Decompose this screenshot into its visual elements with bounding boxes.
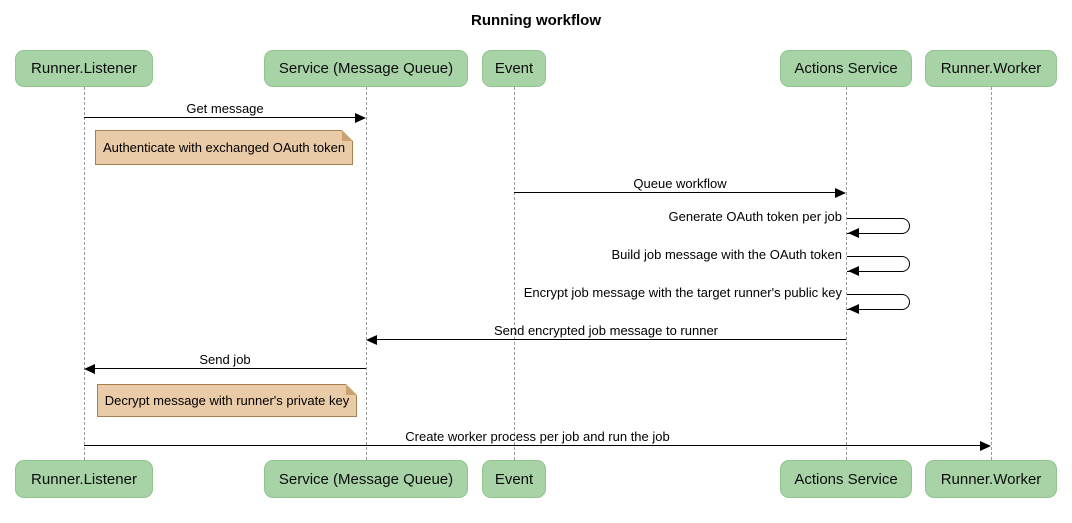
participant-event-top: Event [482,50,546,87]
message-create-worker-label: Create worker process per job and run th… [405,429,670,444]
lifeline-event [514,87,515,460]
message-send-job-line [95,368,366,369]
self-message-encrypt-job-label: Encrypt job message with the target runn… [523,285,842,300]
lifeline-runner-listener [84,87,85,460]
message-queue-workflow-line [514,192,836,193]
message-create-worker-line [84,445,981,446]
note-authenticate-oauth: Authenticate with exchanged OAuth token [95,130,353,165]
self-message-build-job-loop [847,256,910,272]
arrowhead-left-icon [366,335,377,345]
note-decrypt-private-key: Decrypt message with runner's private ke… [97,384,357,417]
participant-runner-worker-bottom: Runner.Worker [925,460,1057,498]
message-get-message-line [84,117,356,118]
arrowhead-right-icon [835,188,846,198]
lifeline-service-message-queue [366,87,367,460]
arrowhead-right-icon [980,441,991,451]
lifeline-actions-service [846,87,847,460]
lifeline-runner-worker [991,87,992,460]
message-send-encrypted-line [377,339,846,340]
arrowhead-right-icon [355,113,366,123]
participant-actions-service-top: Actions Service [780,50,912,87]
self-message-generate-oauth-label: Generate OAuth token per job [668,209,842,224]
message-send-job-label: Send job [199,352,251,367]
message-get-message-label: Get message [186,101,264,116]
message-queue-workflow-label: Queue workflow [633,176,727,191]
self-message-generate-oauth-loop [847,218,910,234]
arrowhead-left-icon [84,364,95,374]
participant-runner-listener-top: Runner.Listener [15,50,153,87]
participant-event-bottom: Event [482,460,546,498]
participant-runner-worker-top: Runner.Worker [925,50,1057,87]
participant-service-message-queue-top: Service (Message Queue) [264,50,468,87]
participant-service-message-queue-bottom: Service (Message Queue) [264,460,468,498]
self-message-encrypt-job-loop [847,294,910,310]
arrowhead-left-icon [848,304,859,314]
arrowhead-left-icon [848,228,859,238]
diagram-title: Running workflow [471,12,601,29]
participant-actions-service-bottom: Actions Service [780,460,912,498]
participant-runner-listener-bottom: Runner.Listener [15,460,153,498]
message-send-encrypted-label: Send encrypted job message to runner [493,323,719,338]
arrowhead-left-icon [848,266,859,276]
self-message-build-job-label: Build job message with the OAuth token [611,247,842,262]
